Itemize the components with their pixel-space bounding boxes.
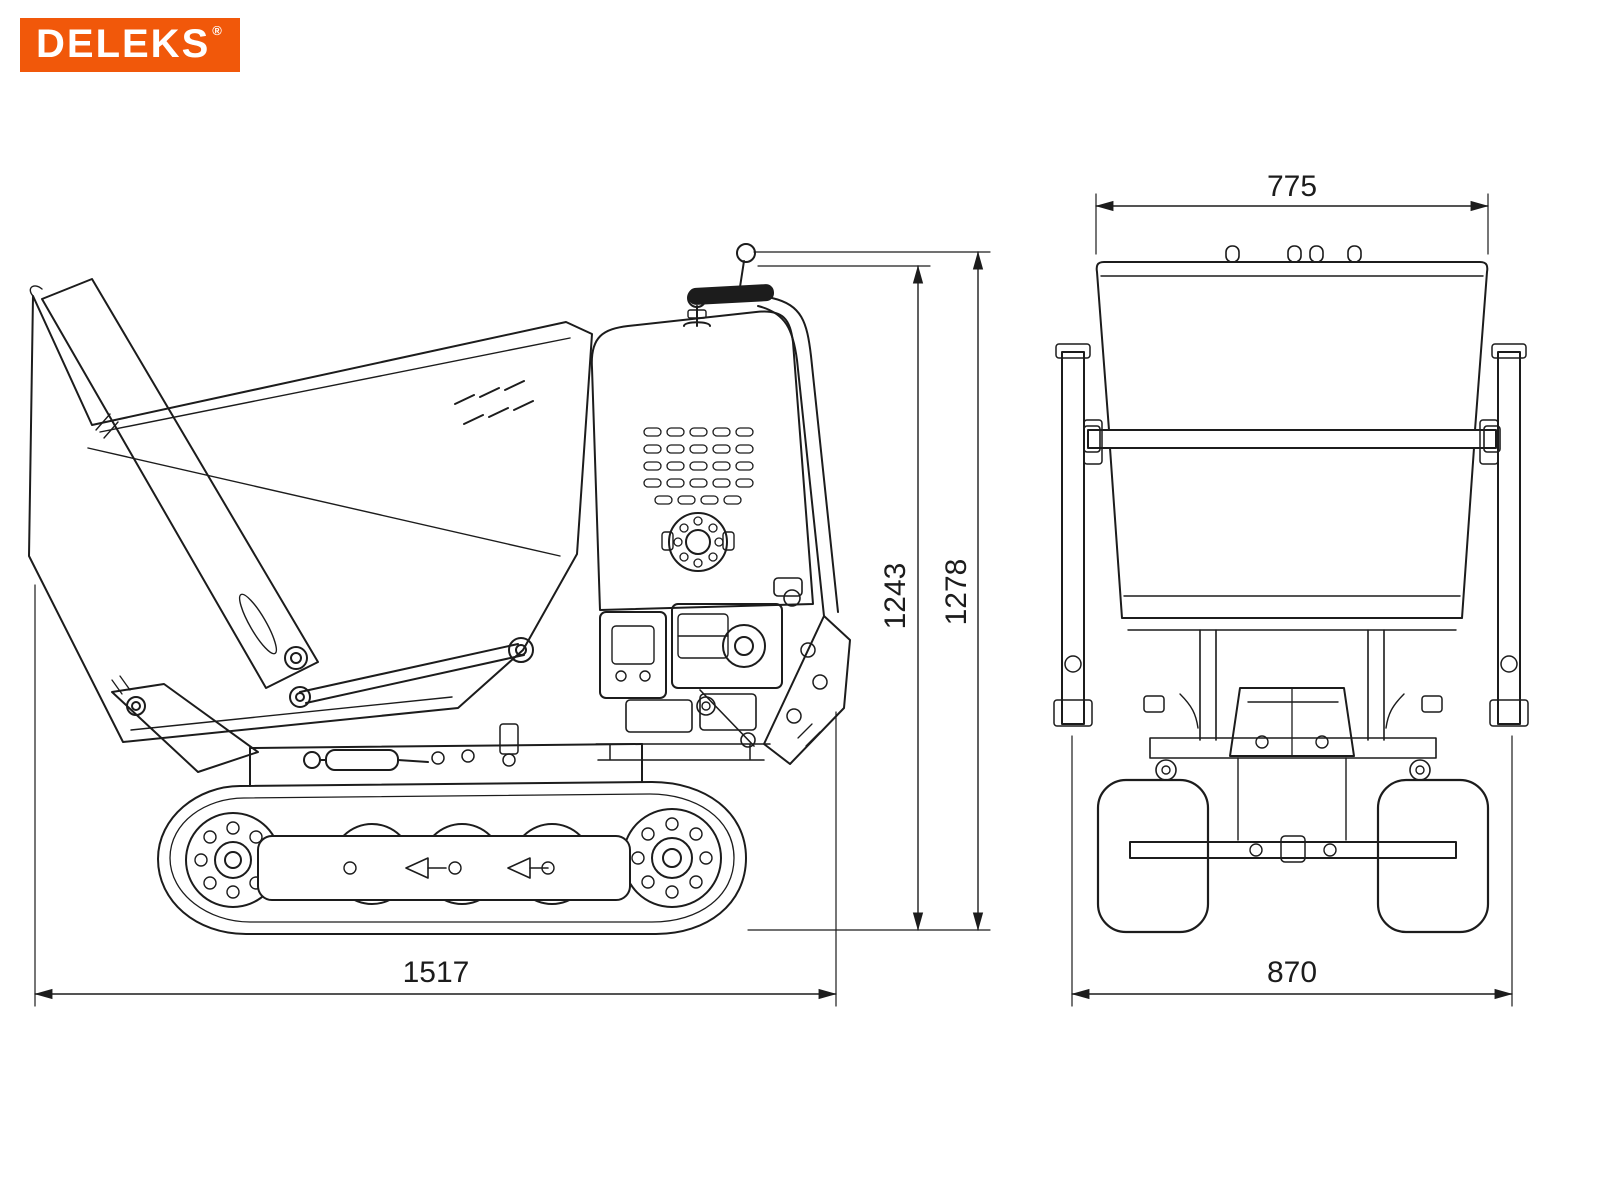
side-view-chassis xyxy=(111,675,643,787)
handle-grip xyxy=(688,284,775,305)
front-view-tracks xyxy=(1096,778,1490,934)
side-view-drawing xyxy=(28,243,851,935)
front-view-frame xyxy=(1129,629,1457,863)
side-view-handlebar xyxy=(688,243,851,765)
dimension-overall-length: 1517 xyxy=(34,584,837,1007)
lever-knob xyxy=(736,243,756,263)
dim-label-height-to-handlebar: 1243 xyxy=(879,563,912,630)
side-view-engine xyxy=(590,288,814,611)
engine-vent-slots xyxy=(643,427,754,505)
logo-registered-mark: ® xyxy=(212,23,224,38)
logo-text: DELEKS xyxy=(36,22,211,66)
bucket-top-hooks xyxy=(1225,245,1362,263)
dimension-overall-width: 870 xyxy=(1071,735,1513,1007)
side-view-bucket xyxy=(28,278,593,743)
dim-label-overall-length: 1517 xyxy=(403,956,470,989)
dimension-annotations: 1517 1243 1278 775 870 xyxy=(34,170,1513,1007)
dim-label-overall-width: 870 xyxy=(1267,956,1317,989)
side-view-track xyxy=(157,781,747,935)
dimension-overall-height: 1278 xyxy=(747,251,991,931)
dimension-top-width: 775 xyxy=(1095,170,1489,255)
side-view-drivetrain xyxy=(595,577,803,761)
front-view-bucket xyxy=(1083,245,1501,631)
front-view-side-rails xyxy=(1053,343,1529,727)
front-view-drawing xyxy=(1053,245,1529,934)
deleks-logo: DELEKS® xyxy=(20,18,240,72)
dimension-height-to-handlebar: 1243 xyxy=(757,265,931,931)
dim-label-overall-height: 1278 xyxy=(940,559,973,626)
dim-label-top-width: 775 xyxy=(1267,170,1317,203)
